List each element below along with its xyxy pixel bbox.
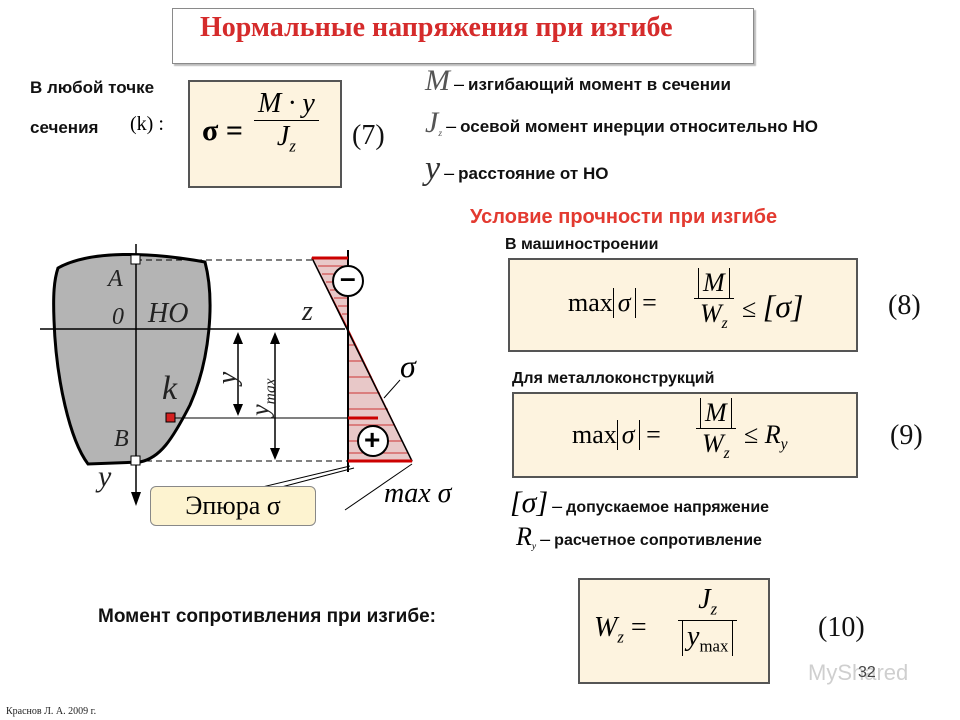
author-credit: Краснов Л. А. 2009 г. [6,706,97,717]
formula-8-rhs: ≤ [σ] [742,288,804,324]
formula-10-number: (10) [818,612,865,643]
formula-7-fraction: M · y Jz [254,88,319,157]
minus-sign-circle [332,265,364,297]
ymax-dim-arrow-down [270,448,280,460]
point-a-marker [130,254,141,265]
plus-sign: + [364,424,381,455]
label-zero: 0 [112,304,124,330]
minus-sign: – [340,262,356,293]
label-y-dim: y [212,371,244,385]
watermark-text: MyShared [808,660,909,685]
formula-9-rhs: ≤ Ry [744,420,788,454]
formula-8-fraction: M Wz [694,268,734,333]
ymax-dim-arrow-up [270,332,280,344]
page-title: Нормальные напряжения при изгибе [200,12,673,43]
label-max-sigma: max σ [384,478,452,509]
formula-7-numerator: M · y [254,88,319,121]
formula-9-fraction: M Wz [696,398,736,463]
def-design-resistance: Ry – расчетное сопротивление [516,522,762,553]
max-sigma-pointer [344,463,413,511]
label-b: B [114,426,129,452]
label-sigma: σ [400,348,416,384]
metal-label: Для металлоконструкций [512,370,715,387]
label-point-k: k [162,370,178,407]
y-axis-arrow-icon [131,492,141,506]
formula-8-number: (8) [888,290,921,321]
formula-10-lhs: Wz = [594,612,647,647]
epure-stress-line [311,257,413,462]
point-k-marker [165,412,176,423]
page-number: 32 [858,664,876,681]
formula-7-box: σ = M · y Jz [188,80,342,188]
formula-9-number: (9) [890,420,923,451]
moment-label: Момент сопротивления при изгибе: [98,606,436,627]
y-dim-arrow-down [233,404,243,416]
intro-line-2: сечения [30,118,99,137]
formula-10-fraction: Jz ymax [678,584,738,657]
cross-section-shape [52,252,212,466]
legend-item-moment: M – изгибающий момент в сечении [425,64,731,97]
def-allowable-stress: [σ] – допускаемое напряжение [510,486,770,519]
plus-sign-circle [357,425,389,457]
intro-line-1: В любой точке [30,78,155,97]
title-frame [172,8,754,64]
epure-label: Эпюра σ [150,486,316,526]
point-b-marker [130,455,141,466]
label-a: A [108,266,123,292]
machine-label: В машиностроении [505,236,659,253]
formula-7-lhs: σ = [202,114,243,147]
y-dim-arrow-up [233,332,243,344]
formula-7-denominator: Jz [276,121,296,156]
label-ymax-dim: ymax [245,378,279,416]
legend-item-distance: y – расстояние от НО [425,150,609,187]
label-neutral-axis: НО [148,298,189,329]
label-y-axis: y [98,460,112,493]
formula-7-number: (7) [352,120,385,151]
label-z-axis: z [302,296,313,327]
sigma-pointer [383,379,401,399]
legend-item-inertia: Jz – осевой момент инерции относительно … [425,106,818,140]
intro-point-label: (k) : [130,113,164,135]
strength-heading: Условие прочности при изгибе [470,206,778,228]
formula-10-box: Wz = Jz ymax [578,578,770,684]
